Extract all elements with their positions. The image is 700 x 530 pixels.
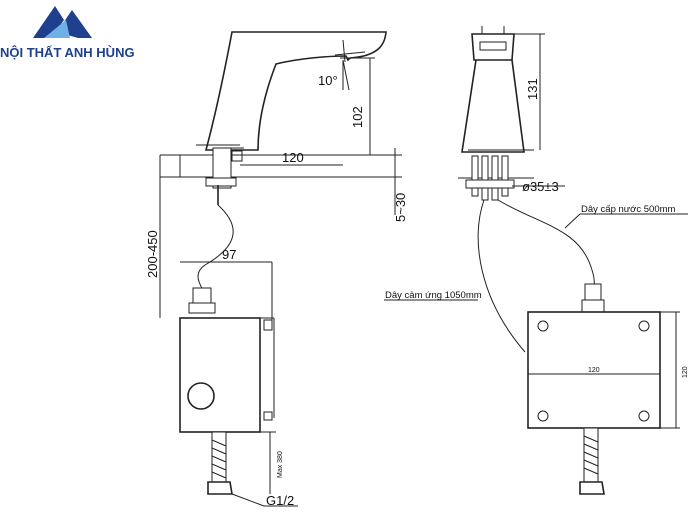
brand-name: NỘI THẤT ANH HÙNG bbox=[0, 45, 135, 60]
side-view: 10° 102 120 5~30 bbox=[145, 31, 408, 508]
side-connector bbox=[192, 287, 212, 305]
screw-bottom-right bbox=[638, 410, 650, 422]
logo-peak-light bbox=[44, 20, 70, 38]
box-depth-label: 97 bbox=[222, 247, 236, 262]
front-spout-head bbox=[471, 33, 515, 61]
side-hose-nut bbox=[207, 481, 233, 495]
spout-tip-line bbox=[334, 51, 366, 56]
front-rod-1 bbox=[471, 155, 479, 197]
install-range-label: 200-450 bbox=[145, 230, 160, 278]
side-box-port bbox=[187, 382, 215, 410]
spout-reach-label: 120 bbox=[282, 150, 304, 165]
angle-ref-tilted bbox=[342, 59, 350, 91]
front-hose-nut bbox=[579, 481, 605, 495]
side-box-tab-bottom bbox=[263, 411, 273, 421]
faucet-body-outline bbox=[204, 31, 387, 151]
front-rod-4 bbox=[501, 155, 509, 197]
deck-thickness-label: 5~30 bbox=[393, 193, 408, 222]
side-control-box bbox=[179, 317, 261, 433]
sensor-cable-label: Dây cảm ứng 1050mm bbox=[385, 290, 482, 301]
box-height-label: 120 bbox=[682, 366, 689, 378]
supply-leader bbox=[564, 213, 581, 229]
front-supply-hose bbox=[497, 199, 595, 301]
brand-logo: NỘI THẤT ANH HÙNG bbox=[0, 6, 135, 60]
side-box-tab-top bbox=[263, 319, 273, 331]
front-hose-braid bbox=[583, 435, 599, 475]
front-nut bbox=[465, 179, 515, 189]
box-width-label: 120 bbox=[588, 367, 600, 374]
side-connector-base bbox=[188, 302, 216, 314]
screw-bottom-left bbox=[537, 410, 549, 422]
supply-hose-label: Dây cấp nước 500mm bbox=[581, 204, 676, 215]
body-height-label: 131 bbox=[525, 78, 540, 100]
thread-leader bbox=[231, 493, 265, 507]
front-rod-3 bbox=[491, 155, 499, 201]
front-view: 131 ø35±3 Dây cấp nước 500mm Dây cảm ứng… bbox=[384, 26, 689, 495]
screw-top-left bbox=[537, 320, 549, 332]
front-connector bbox=[584, 283, 602, 301]
side-hose-braid bbox=[211, 439, 227, 479]
spout-angle-label: 10° bbox=[318, 73, 338, 88]
front-body bbox=[461, 59, 525, 153]
front-aerator bbox=[479, 41, 507, 51]
front-connector-base bbox=[581, 299, 605, 313]
front-rod-2 bbox=[481, 155, 489, 201]
mount-nut bbox=[205, 177, 237, 187]
thread-label: G1/2 bbox=[266, 493, 294, 508]
mount-flange-box bbox=[231, 150, 243, 162]
spout-height-label: 102 bbox=[350, 106, 365, 128]
side-sensor-cable bbox=[197, 204, 234, 291]
hole-diameter-label: ø35±3 bbox=[522, 179, 559, 194]
hose-length-label: Max 380 bbox=[277, 451, 284, 478]
screw-top-right bbox=[638, 320, 650, 332]
front-sensor-cable bbox=[477, 199, 526, 353]
sensor-window-line bbox=[342, 39, 346, 63]
